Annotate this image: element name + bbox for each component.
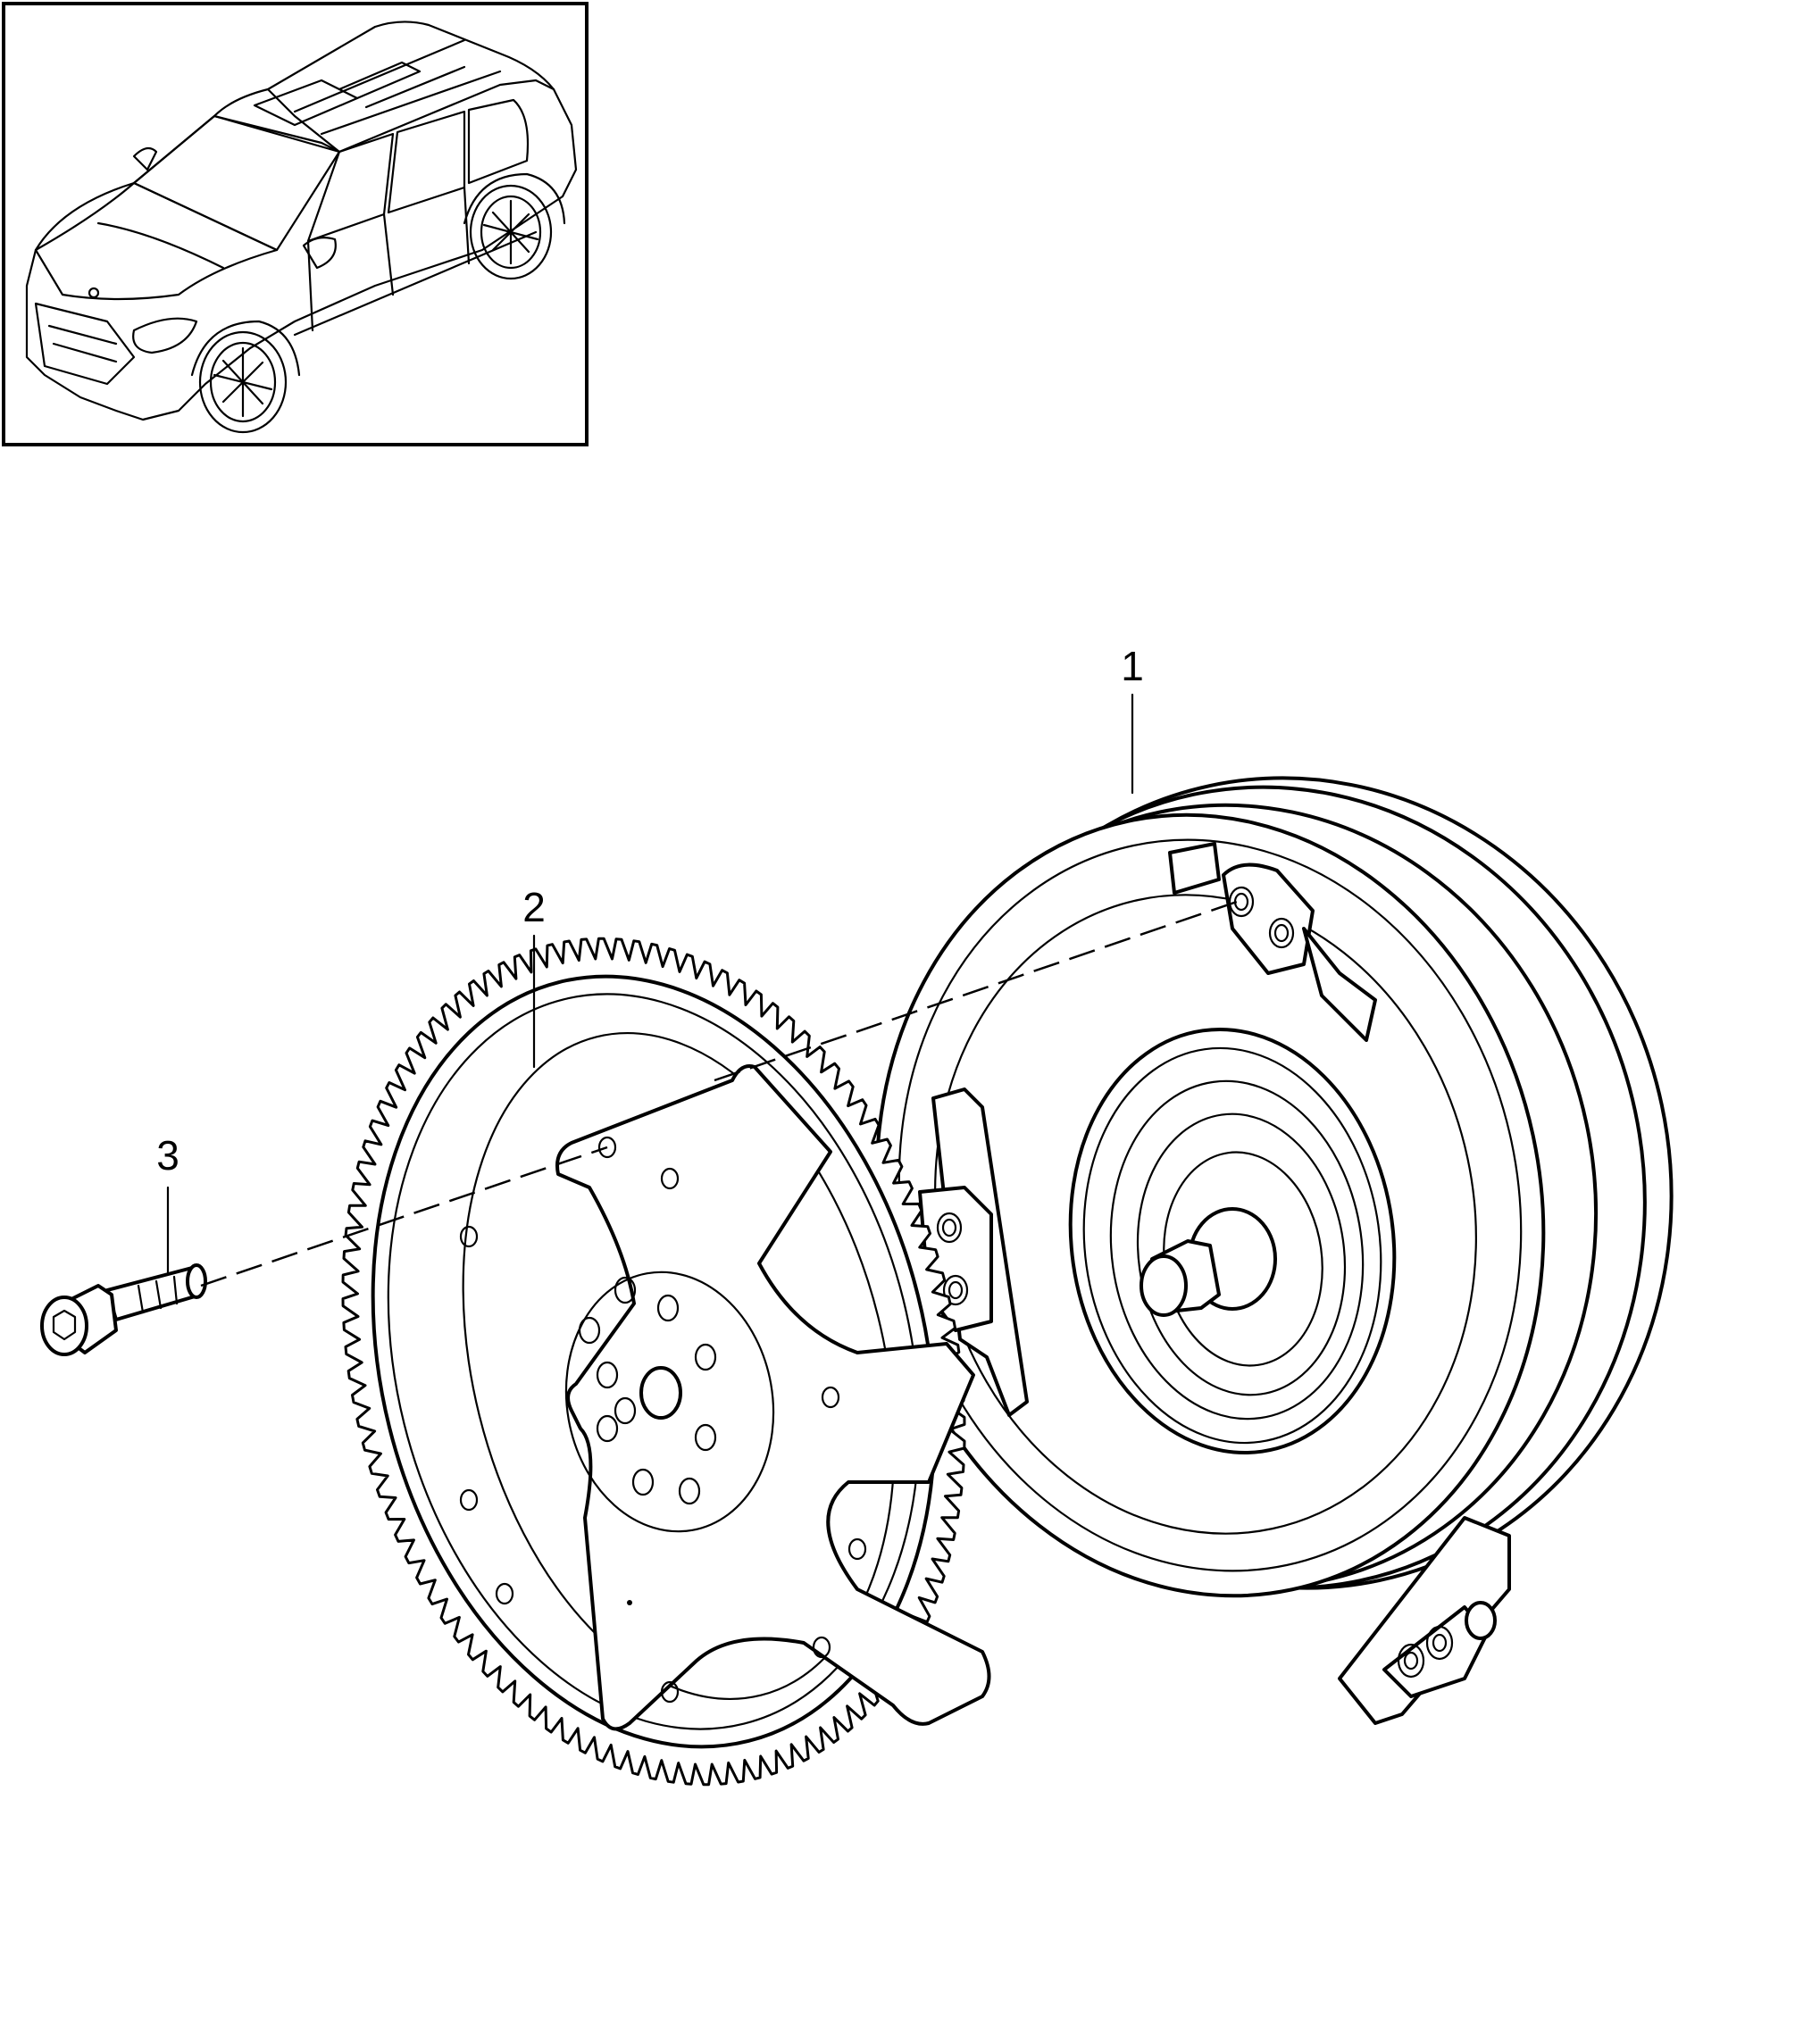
flex-plate [341,937,991,1787]
callout-2: 2 [522,884,546,1069]
suv-outline-icon [25,21,578,434]
svg-text:1: 1 [1121,643,1144,689]
hub-bolt-holes [578,1276,717,1505]
svg-text:3: 3 [156,1132,179,1179]
assembly-lines [200,900,1238,1287]
vehicle-thumbnail [2,2,589,446]
plate-mounting-holes [459,1136,867,1704]
bolt [40,1263,207,1356]
callout-3: 3 [156,1132,179,1274]
mounting-lug-bottom [1338,1516,1511,1725]
svg-text:2: 2 [522,884,546,930]
mounting-lug-top [1168,842,1377,1042]
callout-1: 1 [1121,643,1144,795]
torque-converter [874,776,1674,1725]
